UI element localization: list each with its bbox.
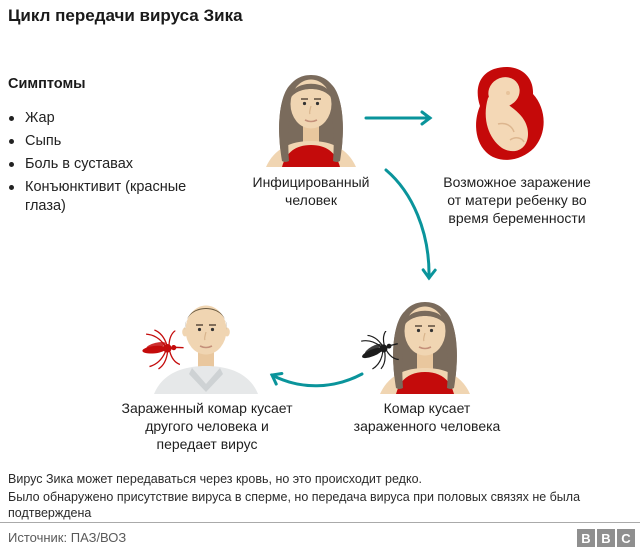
mosquito-bites-label: Комар кусает зараженного человека (353, 400, 501, 434)
footnote-line-2: Было обнаружено присутствие вируса в спе… (8, 490, 581, 520)
fetus-icon (476, 66, 544, 160)
symptom-item: Сыпь (8, 132, 193, 151)
bbc-letter: B (597, 529, 615, 547)
infected-mosquito-label: Зараженный комар кусает другого человека… (121, 400, 293, 452)
symptoms-heading: Симптомы (8, 76, 86, 92)
bbc-letter: B (577, 529, 595, 547)
arrow-mosquito-to-person (269, 371, 364, 388)
mother-to-child-label: Возможное заражение от матери ребенку во… (443, 174, 591, 226)
bitten-person-figure (372, 290, 478, 399)
infected-person-figure (258, 63, 364, 172)
fetus-figure (464, 62, 554, 169)
second-person-figure (148, 290, 264, 399)
infected-mosquito-icon (128, 321, 190, 382)
man-icon (154, 305, 258, 394)
bbc-letter: C (617, 529, 635, 547)
footnote-line-1: Вирус Зика может передаваться через кров… (8, 472, 423, 486)
infected-person-label: Инфицированный человек (252, 174, 370, 208)
bbc-logo: B B C (577, 529, 635, 547)
symptom-item: Конъюнктивит (красные глаза) (8, 178, 193, 216)
footer-divider (0, 522, 640, 523)
woman-icon (266, 75, 356, 167)
symptoms-list: Жар Сыпь Боль в суставах Конъюнктивит (к… (8, 109, 193, 216)
symptom-item: Боль в суставах (8, 155, 193, 174)
source-label: Источник: ПАЗ/ВОЗ (8, 530, 127, 545)
woman-icon (380, 302, 470, 394)
symptom-item: Жар (8, 109, 193, 128)
mosquito-icon (354, 329, 400, 376)
footnote: Вирус Зика может передаваться через кров… (8, 471, 636, 521)
symptoms-section: Симптомы Жар Сыпь Боль в суставах Конъюн… (8, 76, 193, 220)
page-title: Цикл передачи вируса Зика (8, 6, 243, 25)
